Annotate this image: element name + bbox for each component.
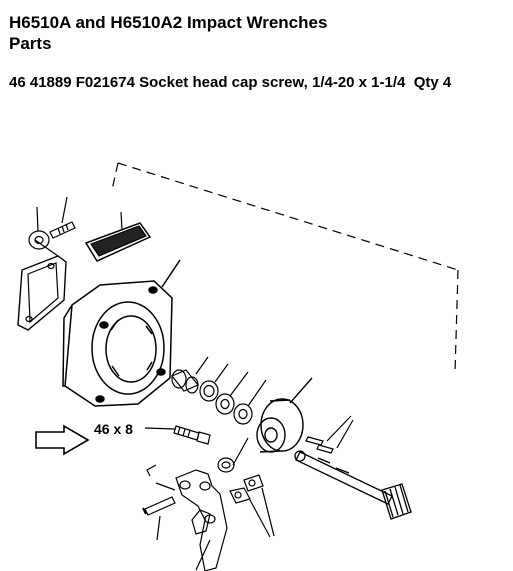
rotor-disk-part xyxy=(256,377,313,453)
page-title: H6510A and H6510A2 Impact Wrenches Parts xyxy=(9,12,327,54)
small-screw-part xyxy=(49,196,76,239)
lower-linkage-parts xyxy=(142,437,275,571)
housing-part xyxy=(62,259,181,407)
nameplate-part xyxy=(84,211,152,262)
pin-parts xyxy=(305,415,354,454)
cap-screw-part xyxy=(144,425,211,445)
gasket-part xyxy=(17,239,67,331)
part-description: 46 41889 F021674 Socket head cap screw, … xyxy=(9,74,452,91)
assembly-boundary xyxy=(111,162,459,374)
sleeve-part xyxy=(171,356,209,394)
title-line-2: Parts xyxy=(9,34,52,53)
callout-label: 46 x 8 xyxy=(94,421,133,437)
shaft-part xyxy=(294,450,412,520)
pointer-arrow-icon xyxy=(35,424,90,456)
title-line-1: H6510A and H6510A2 Impact Wrenches xyxy=(9,13,328,32)
washer-stack xyxy=(199,363,267,425)
